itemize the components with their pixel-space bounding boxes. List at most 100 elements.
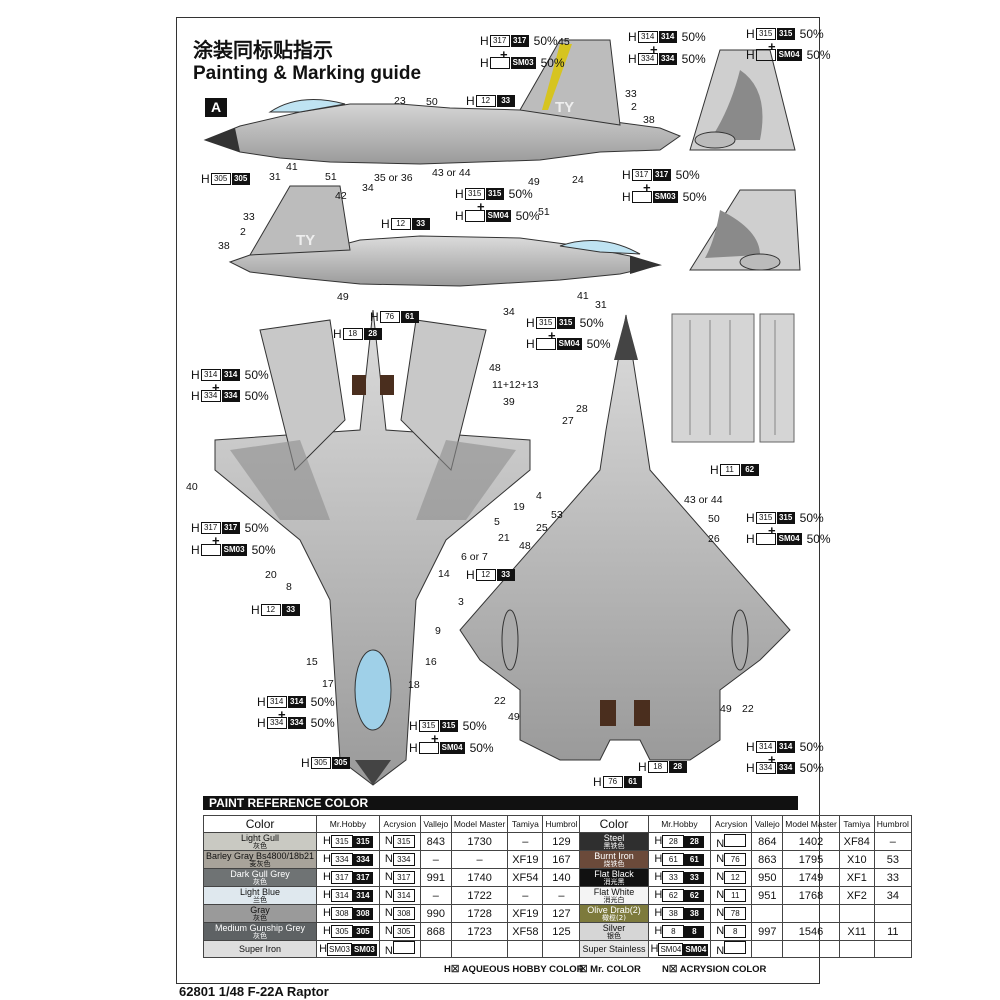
table-cell: – [419,886,452,905]
table-header-row: Color Mr.Hobby Acrysion Vallejo Model Ma… [202,815,912,833]
page-border [176,17,820,984]
callout: 11+12+13 [492,379,539,391]
table-cell: XF1 [838,868,875,887]
callout: 17 [322,678,334,690]
table-cell: N [378,940,421,958]
callout: 35 or 36 [374,172,413,184]
product-footer: 62801 1/48 F-22A Raptor [179,984,329,999]
table-cell: XF54 [507,868,544,887]
plus-sign: + [477,199,485,214]
callout: 41 [286,161,298,173]
legend-mr-color: ☒ Mr. COLOR [579,964,641,975]
color-name: Flat White [593,887,635,897]
table-cell: – [507,886,544,905]
callout: 2 [631,101,637,113]
color-name-cn: 灰色 [253,932,268,940]
table-cell: – [873,832,912,851]
color-name: Burnt Iron [594,851,634,861]
plus-sign: + [643,180,651,195]
callout: 49 [528,176,540,188]
side-view-left: TY [203,39,682,165]
table-cell: 34 [873,886,912,905]
top-view [214,309,531,786]
title-english: Painting & Marking guide [193,63,422,84]
callout: 49 [337,291,349,303]
callout: 14 [438,568,450,580]
plus-sign: + [768,523,776,538]
color-name: Silver [602,923,626,933]
table-cell: 997 [751,922,784,941]
color-name: Steel [603,833,625,843]
table-cell: 1768 [782,886,840,905]
callout: 34 [503,306,515,318]
svg-text:TY: TY [296,232,315,249]
plus-sign: + [650,42,658,57]
table-cell: 1730 [450,832,509,851]
callout: 2 [240,226,246,238]
tail-detail-lower [689,189,801,271]
callout: 43 or 44 [432,167,471,179]
color-name: Olive Drab(2) [587,905,641,915]
col-header: Vallejo [751,815,784,833]
callout: 51 [538,206,550,218]
callout: 49 [720,703,732,715]
callout: 27 [562,415,574,427]
callout: 16 [425,656,437,668]
color-name-cn: 灰色 [253,842,268,850]
table-cell [450,940,509,958]
table-cell: 11 [873,922,912,941]
callout: 5 [494,516,500,528]
callout: 39 [503,396,515,408]
table-cell: 53 [873,850,912,869]
weapons-bay-detail [671,313,795,443]
table-cell: 1722 [450,886,509,905]
col-header: Vallejo [419,815,452,833]
callout: 31 [595,299,607,311]
legend-acrysion: N☒ ACRYSION COLOR [662,964,767,975]
callout: 42 [335,190,347,202]
callout: 48 [519,540,531,552]
bottom-view [459,314,791,761]
callout: 22 [742,703,754,715]
callout: 38 [643,114,655,126]
col-header: Humbrol [542,815,581,833]
side-view-right: TY [228,185,662,287]
table-cell: 1402 [782,832,840,851]
table-cell [782,904,840,923]
table-cell: 1749 [782,868,840,887]
callout: 24 [572,174,584,186]
table-cell [507,940,544,958]
color-name-cn: 兰色 [253,896,268,904]
col-header: Humbrol [873,815,912,833]
tail-detail-upper [689,49,796,151]
callout: 15 [306,656,318,668]
